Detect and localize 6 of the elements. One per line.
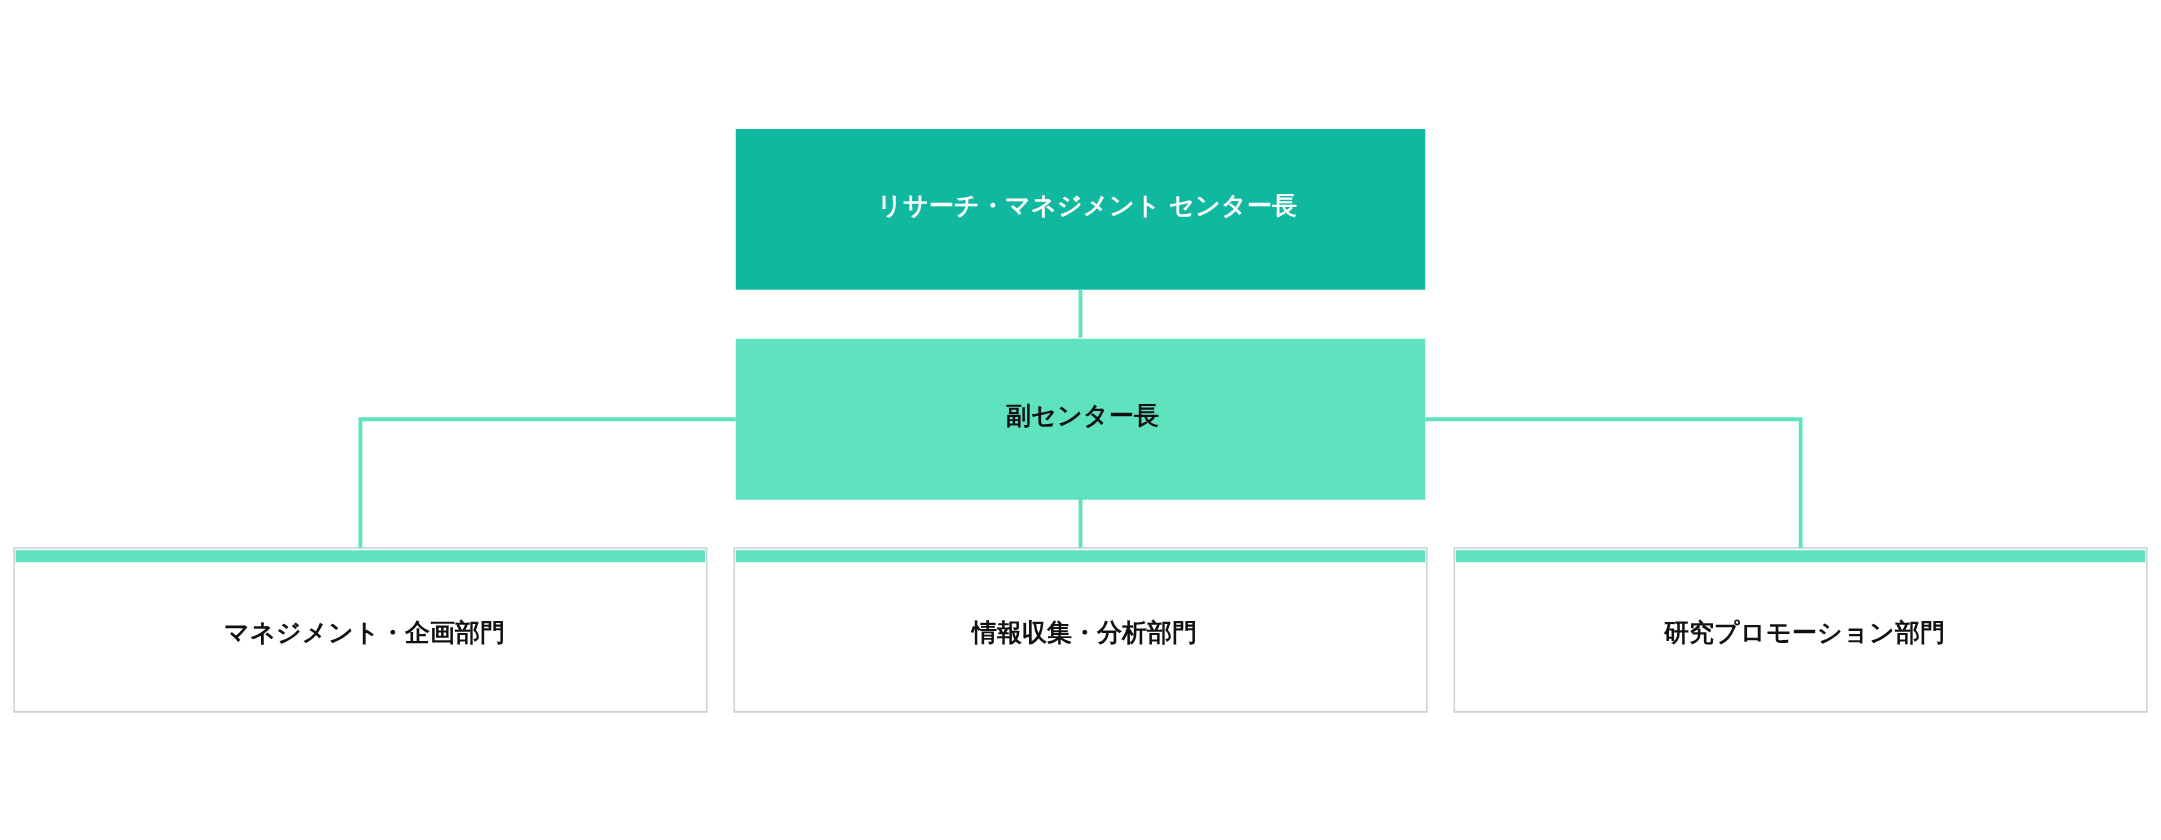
connector (1078, 289, 1083, 338)
connector (1425, 417, 1803, 548)
connector (1078, 499, 1083, 548)
connector (358, 417, 736, 548)
node-box: 副センター長 (735, 338, 1426, 500)
node-box: リサーチ・マネジメント センター長 (735, 128, 1426, 290)
